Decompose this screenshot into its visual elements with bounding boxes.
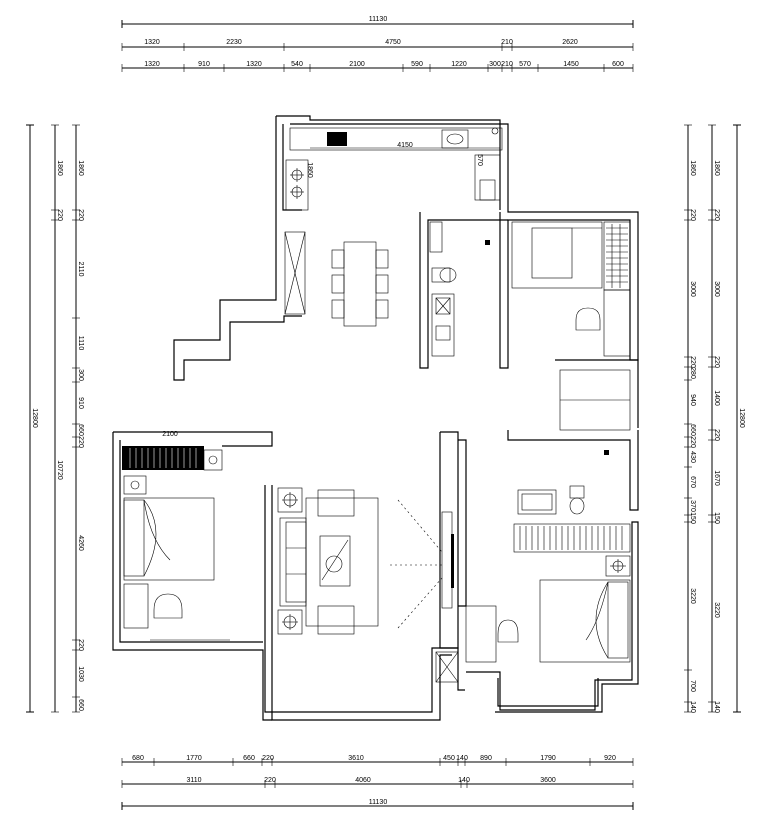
dim-left2-b: 220 xyxy=(56,209,63,221)
dim-bot1-g: 140 xyxy=(456,755,468,762)
dim-right1-k: 370 xyxy=(689,500,696,512)
dim-bot1-j: 920 xyxy=(604,755,616,762)
dim-bot1-f: 450 xyxy=(443,755,455,762)
bottom-dimensions: 680 1770 660 220 3610 450 140 890 1790 9… xyxy=(121,755,634,810)
dim-right1-g: 660 xyxy=(689,424,696,436)
bathroom-2 xyxy=(513,450,631,553)
dim-right2-g: 1670 xyxy=(713,470,720,486)
dim-top1-e: 2620 xyxy=(562,39,578,46)
dim-right1-f: 940 xyxy=(689,394,696,406)
dim-right1-d: 220 xyxy=(689,356,696,368)
dim-right-total: 12800 xyxy=(738,408,745,428)
dim-left2-a: 1860 xyxy=(56,160,63,176)
dim-top2-e: 2100 xyxy=(349,61,365,68)
dim-top2-b: 910 xyxy=(198,61,210,68)
dim-bot1-c: 660 xyxy=(243,755,255,762)
dim-bot1-h: 890 xyxy=(480,755,492,762)
dim-right1-b: 220 xyxy=(689,209,696,221)
bedroom-left: 2100 xyxy=(122,431,230,641)
dim-top1-d: 210 xyxy=(501,39,513,46)
sink xyxy=(441,129,469,149)
dim-top1-b: 2230 xyxy=(226,39,242,46)
dim-right2-c: 3000 xyxy=(713,281,720,297)
dim-top-total: 11130 xyxy=(369,16,388,23)
dim-right2-h: 150 xyxy=(713,512,720,524)
cabinet-depth-a: 1860 xyxy=(306,162,313,178)
dim-top2-i: 210 xyxy=(501,61,513,68)
stove-burner-1 xyxy=(327,132,347,146)
dim-right1-l: 150 xyxy=(689,512,696,524)
dim-left-f: 910 xyxy=(77,397,84,409)
dim-bot1-a: 680 xyxy=(132,755,144,762)
dim-bot1-i: 1790 xyxy=(540,755,556,762)
bathroom-1 xyxy=(429,221,490,357)
top-dimensions: 11130 1320 2230 4750 210 2620 1320 910 1… xyxy=(121,16,634,72)
walls xyxy=(112,115,639,721)
living-room xyxy=(277,487,459,683)
kitchen-length: 4150 xyxy=(397,142,413,149)
dim-left-g: 660 xyxy=(77,424,84,436)
dim-right2-d: 220 xyxy=(713,356,720,368)
dim-left-e: 300 xyxy=(77,369,84,381)
dim-top1-c: 4750 xyxy=(385,39,401,46)
dim-right2-f: 220 xyxy=(713,429,720,441)
dim-right2-i: 3220 xyxy=(713,602,720,618)
dim-left-b: 220 xyxy=(77,209,84,221)
dim-top2-k: 1450 xyxy=(563,61,579,68)
dim-left-i: 4260 xyxy=(77,535,84,551)
dim-left-total: 12800 xyxy=(31,408,38,428)
dim-bottom-total: 11130 xyxy=(369,799,388,806)
dim-top2-j: 570 xyxy=(519,61,531,68)
dim-left-h: 220 xyxy=(77,436,84,448)
right-dimensions: 1860 220 3000 220 280 940 660 220 430 67… xyxy=(684,124,745,713)
dim-top2-c: 1320 xyxy=(246,61,262,68)
dim-left-j: 220 xyxy=(77,639,84,651)
dim-bot2-b: 220 xyxy=(264,777,276,784)
dim-top2-a: 1320 xyxy=(144,61,160,68)
dim-bot1-e: 3610 xyxy=(348,755,364,762)
dim-right1-i: 430 xyxy=(689,451,696,463)
cabinet-depth-b: 570 xyxy=(476,154,483,166)
dim-left-l: 660 xyxy=(77,699,84,711)
dim-right1-a: 1860 xyxy=(689,160,696,176)
dim-right1-o: 140 xyxy=(689,701,696,713)
bedroom-width: 2100 xyxy=(162,431,178,438)
dim-right1-c: 3000 xyxy=(689,281,696,297)
dim-left-sub: 10720 xyxy=(56,460,63,480)
dim-bot2-c: 4060 xyxy=(355,777,371,784)
dim-right1-n: 700 xyxy=(689,680,696,692)
dim-right1-e: 280 xyxy=(689,367,696,379)
dim-bot2-d: 140 xyxy=(458,777,470,784)
dim-top2-d: 540 xyxy=(291,61,303,68)
bedroom-right xyxy=(465,555,631,663)
dim-top2-g: 1220 xyxy=(451,61,467,68)
dim-bot1-b: 1770 xyxy=(186,755,202,762)
kitchen: 4150 1860 570 xyxy=(284,127,503,315)
dim-right2-e: 1400 xyxy=(713,390,720,406)
dim-right1-h: 220 xyxy=(689,436,696,448)
dim-bot2-a: 3110 xyxy=(186,777,201,784)
dining-table xyxy=(331,241,389,327)
study-room xyxy=(511,221,631,431)
dim-left-d: 1110 xyxy=(77,336,84,351)
dim-left-a: 1860 xyxy=(77,160,84,176)
dim-right1-m: 3220 xyxy=(689,588,696,604)
dim-top2-f: 590 xyxy=(411,61,423,68)
dim-right2-b: 220 xyxy=(713,209,720,221)
left-dimensions: 12800 1860 220 10720 1860 220 2110 1110 … xyxy=(26,124,84,713)
dim-right2-j: 140 xyxy=(713,701,720,713)
dim-left-k: 1030 xyxy=(77,666,84,682)
dim-left-c: 2110 xyxy=(77,261,84,276)
dim-top2-l: 600 xyxy=(612,61,624,68)
dim-top1-a: 1320 xyxy=(144,39,160,46)
dim-right2-a: 1860 xyxy=(713,160,720,176)
dim-top2-h: 300 xyxy=(489,61,501,68)
dim-bot1-d: 220 xyxy=(262,755,274,762)
dim-bot2-e: 3600 xyxy=(540,777,556,784)
dim-right1-j: 670 xyxy=(689,476,696,488)
